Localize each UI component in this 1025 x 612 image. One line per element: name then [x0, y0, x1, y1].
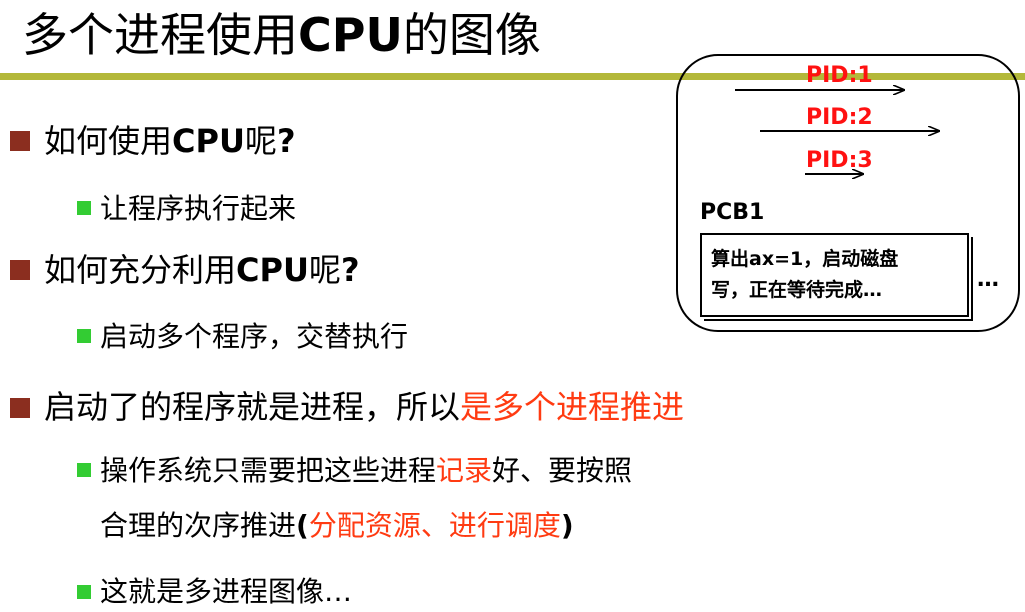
pcb-box-shadow	[704, 237, 973, 321]
sub-bullet-os-record-line2: 合理的次序推进(分配资源、进行调度)	[100, 508, 574, 544]
sub-bullet-text: 合理的次序推进	[100, 509, 297, 542]
pid-label-3: PID:3	[806, 148, 873, 173]
bullet-how-fully-use-cpu: 如何充分利用CPU呢?	[44, 250, 360, 290]
sub-bullet-text-highlight: 分配资源、进行调度	[308, 509, 561, 542]
pcb-box	[700, 233, 969, 317]
sub-bullet-multi-process-image: 这就是多进程图像…	[100, 575, 353, 608]
bullet-text-cpu: CPU	[236, 251, 309, 289]
bullet-text: 如何充分利用	[44, 251, 237, 289]
paren-close: )	[560, 509, 574, 542]
title-text-1: 多个进程使用	[22, 8, 298, 62]
sub-bullet-text: 好、要按照	[492, 454, 633, 487]
more-pcb-ellipsis: …	[977, 267, 999, 292]
sub-bullet-run-program: 让程序执行起来	[100, 192, 297, 225]
bullet-square-icon	[10, 260, 30, 280]
sub-bullet-square-icon	[77, 201, 91, 215]
bullet-process-definition: 启动了的程序就是进程，所以是多个进程推进	[44, 387, 684, 427]
bullet-text-highlight: 是多个进程推进	[460, 388, 685, 426]
sub-bullet-square-icon	[77, 463, 91, 477]
sub-bullet-text-highlight: 记录	[436, 454, 493, 487]
bullet-text: 呢	[244, 122, 277, 160]
sub-bullet-os-record-line1: 操作系统只需要把这些进程记录好、要按照	[100, 453, 632, 489]
paren-open: (	[296, 509, 309, 542]
bullet-text-cpu: CPU	[172, 122, 245, 160]
pid-label-2: PID:2	[806, 105, 873, 130]
bullet-square-icon	[10, 131, 30, 151]
bullet-square-icon	[10, 398, 30, 418]
bullet-how-use-cpu: 如何使用CPU呢?	[44, 121, 296, 161]
title-text-cpu: CPU	[298, 8, 403, 62]
sub-bullet-square-icon	[77, 585, 91, 599]
sub-bullet-square-icon	[77, 329, 91, 343]
process-diagram-panel	[676, 54, 1020, 332]
pcb-text-line2: 写，正在等待完成…	[711, 279, 883, 301]
sub-bullet-multi-program: 启动多个程序，交替执行	[100, 320, 409, 353]
bullet-question-mark: ?	[276, 122, 296, 160]
pcb-text-line1: 算出ax=1，启动磁盘	[711, 248, 899, 270]
bullet-text: 启动了的程序就是进程，所以	[44, 388, 461, 426]
bullet-text: 如何使用	[44, 122, 173, 160]
bullet-question-mark: ?	[340, 251, 360, 289]
pcb-label: PCB1	[700, 200, 765, 225]
page-title: 多个进程使用CPU的图像	[22, 6, 541, 64]
pid-label-1: PID:1	[806, 63, 873, 88]
sub-bullet-text: 操作系统只需要把这些进程	[100, 454, 437, 487]
title-text-2: 的图像	[402, 8, 541, 62]
title-divider	[0, 73, 1025, 80]
bullet-text: 呢	[308, 251, 341, 289]
